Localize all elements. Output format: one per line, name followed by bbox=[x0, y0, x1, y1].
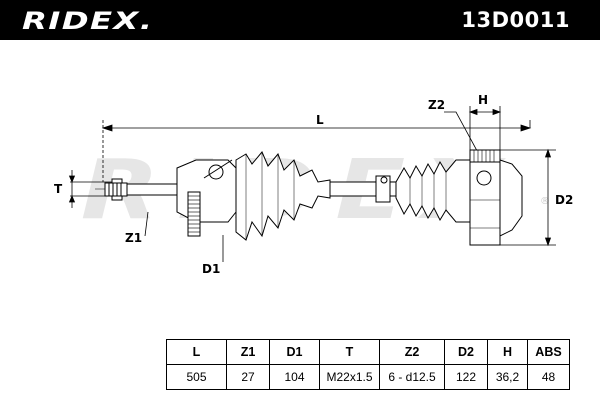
header-H: H bbox=[487, 339, 528, 365]
label-T: T bbox=[54, 182, 63, 196]
drive-shaft-drawing: RIDEX ® L H Z2 T D2 Z1 D1 bbox=[54, 93, 573, 276]
label-Z1: Z1 bbox=[125, 231, 142, 245]
label-L: L bbox=[316, 113, 324, 127]
header-D2: D2 bbox=[444, 339, 488, 365]
header-ABS: ABS bbox=[527, 339, 570, 365]
label-D2: D2 bbox=[555, 193, 573, 207]
part-number: 13D0011 bbox=[461, 8, 570, 32]
leader-Z2 bbox=[444, 111, 483, 161]
value-Z1: 27 bbox=[226, 364, 270, 390]
brand-logo: RIDEX. bbox=[22, 7, 154, 35]
header-bar: RIDEX. 13D0011 bbox=[0, 0, 600, 40]
value-D1: 104 bbox=[269, 364, 320, 390]
value-ABS: 48 bbox=[527, 364, 570, 390]
header-Z2: Z2 bbox=[379, 339, 445, 365]
dimension-D2 bbox=[500, 148, 556, 247]
spec-table: L Z1 D1 T Z2 D2 H ABS 505 27 104 M22x1.5… bbox=[166, 339, 570, 390]
header-T: T bbox=[319, 339, 380, 365]
leader-Z1 bbox=[144, 211, 149, 237]
value-Z2: 6 - d12.5 bbox=[379, 364, 445, 390]
header-L: L bbox=[166, 339, 227, 365]
spec-table-header-row: L Z1 D1 T Z2 D2 H ABS bbox=[166, 339, 570, 365]
value-L: 505 bbox=[166, 364, 227, 390]
shaft-body bbox=[104, 149, 523, 246]
value-T: M22x1.5 bbox=[319, 364, 380, 390]
dimension-L bbox=[101, 120, 532, 182]
header-Z1: Z1 bbox=[226, 339, 270, 365]
header-D1: D1 bbox=[269, 339, 320, 365]
label-D1: D1 bbox=[202, 262, 220, 276]
watermark-registered-mark: ® bbox=[540, 196, 550, 207]
value-D2: 122 bbox=[444, 364, 488, 390]
value-H: 36,2 bbox=[487, 364, 528, 390]
label-H: H bbox=[478, 93, 488, 107]
dimension-T bbox=[68, 170, 115, 208]
label-Z2: Z2 bbox=[428, 98, 445, 112]
spec-table-value-row: 505 27 104 M22x1.5 6 - d12.5 122 36,2 48 bbox=[166, 364, 570, 390]
dimension-H bbox=[468, 106, 502, 150]
